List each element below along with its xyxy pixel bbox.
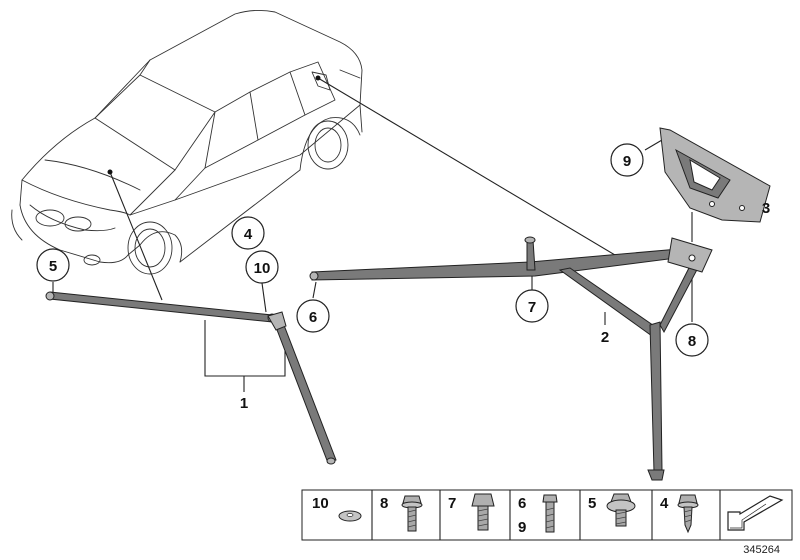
vehicle-outline (11, 9, 363, 275)
svg-text:7: 7 (528, 299, 536, 316)
svg-text:10: 10 (312, 495, 329, 512)
legend-cell-5: 5 (588, 493, 636, 527)
legend-cell-8: 8 (380, 495, 423, 532)
legend-cell-4: 4 (660, 494, 699, 534)
callout-3: 3 (762, 200, 770, 217)
legend-cell-10: 10 (312, 495, 362, 522)
legend-cell-6-9: 6 9 (518, 494, 558, 536)
part-1-front-strut (45, 291, 337, 465)
svg-text:8: 8 (380, 495, 388, 512)
direction-arrow-icon (727, 495, 784, 531)
part-2-rear-strut (309, 236, 713, 481)
callout-6: 6 (296, 299, 330, 333)
callout-2: 2 (601, 329, 609, 346)
svg-text:8: 8 (688, 333, 696, 350)
screw-icon (677, 494, 699, 534)
stud-bolt-icon (542, 494, 558, 533)
callout-7: 7 (515, 289, 549, 323)
svg-text:4: 4 (660, 495, 669, 512)
legend-cell-7: 7 (448, 493, 495, 531)
callout-8: 8 (675, 323, 709, 357)
reference-number: 345264 (743, 544, 780, 556)
callout-10: 10 (245, 250, 279, 284)
callout-4: 4 (231, 216, 265, 250)
svg-text:4: 4 (244, 226, 253, 243)
svg-text:9: 9 (518, 519, 526, 536)
svg-text:6: 6 (309, 309, 317, 326)
fastener-legend: 10 8 7 6 (301, 489, 793, 541)
svg-text:5: 5 (49, 258, 57, 275)
part-3-bracket (659, 127, 771, 223)
callout-9: 9 (610, 143, 644, 177)
callout-1: 1 (240, 395, 248, 412)
svg-text:9: 9 (623, 153, 631, 170)
collar-nut-icon (606, 493, 636, 527)
washer-icon (338, 510, 362, 522)
callout-5: 5 (36, 248, 70, 282)
svg-text:5: 5 (588, 495, 596, 512)
flange-bolt-icon (401, 495, 423, 532)
svg-text:6: 6 (518, 495, 526, 512)
hex-bolt-icon (471, 493, 495, 531)
svg-text:10: 10 (254, 260, 271, 277)
callouts: 5 4 10 6 7 8 9 1 2 3 (36, 143, 770, 412)
svg-text:7: 7 (448, 495, 456, 512)
legend-arrow-cell (727, 495, 784, 531)
